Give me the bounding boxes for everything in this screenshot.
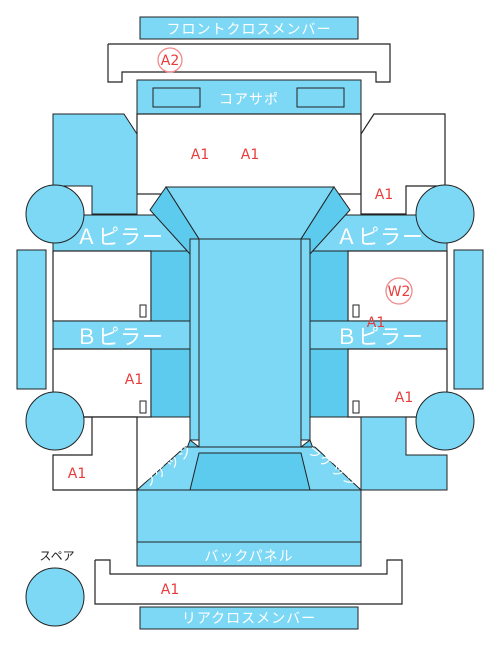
left-a-pillar-label: Ａピラー bbox=[76, 225, 164, 249]
left-rear-quarter[interactable] bbox=[52, 416, 138, 491]
front-cross-member-label: フロントクロスメンバー bbox=[167, 22, 332, 38]
back-panel-label: バックパネル bbox=[204, 549, 293, 565]
roof-inner bbox=[198, 238, 302, 448]
a1-hood-mark-2[interactable]: A1 bbox=[241, 147, 259, 163]
a1-rear-cross-mark[interactable]: A1 bbox=[161, 582, 179, 598]
rear-bracket[interactable] bbox=[94, 559, 403, 605]
a2-front-mark[interactable]: A2 bbox=[161, 53, 179, 69]
a2-front-circle bbox=[157, 47, 183, 73]
a1-right-door-mark[interactable]: A1 bbox=[367, 315, 385, 331]
left-rocker-rear[interactable] bbox=[150, 348, 191, 418]
right-rear-quarter[interactable] bbox=[360, 416, 448, 491]
left-b-pillar-label: Ｂピラー bbox=[76, 325, 164, 349]
a1-hood-mark-1[interactable]: A1 bbox=[191, 147, 209, 163]
right-side-sill[interactable] bbox=[453, 249, 484, 390]
core-support-label: コアサポ bbox=[219, 92, 279, 108]
rear-cross-member[interactable] bbox=[139, 606, 359, 630]
right-front-wheel[interactable] bbox=[415, 184, 475, 244]
back-panel[interactable] bbox=[136, 541, 362, 567]
right-rear-wheel[interactable] bbox=[415, 391, 475, 451]
left-front-door[interactable] bbox=[52, 250, 152, 322]
left-front-wheel[interactable] bbox=[25, 184, 85, 244]
right-rocker-front[interactable] bbox=[309, 250, 349, 322]
a1-left-bottom-mark[interactable]: A1 bbox=[68, 466, 86, 482]
left-rocker-front[interactable] bbox=[150, 250, 191, 322]
front-bracket[interactable] bbox=[107, 43, 391, 83]
front-cross-member[interactable] bbox=[139, 16, 359, 40]
a1-right-rear-mark[interactable]: A1 bbox=[395, 390, 413, 406]
hood[interactable] bbox=[136, 113, 362, 195]
left-rear-wheel[interactable] bbox=[25, 391, 85, 451]
w2-right-mark[interactable]: W2 bbox=[388, 284, 411, 300]
right-b-pillar-label: Ｂピラー bbox=[336, 325, 424, 349]
back-panel-upper[interactable] bbox=[136, 489, 362, 543]
right-rear-handle bbox=[352, 400, 360, 414]
w2-circle bbox=[385, 277, 413, 305]
left-front-handle bbox=[139, 304, 147, 318]
a1-left-rear-mark[interactable]: A1 bbox=[125, 372, 143, 388]
core-support-left-lamp bbox=[152, 87, 201, 108]
trunk-center bbox=[189, 452, 311, 491]
core-support-right-lamp bbox=[296, 87, 345, 108]
rear-cross-member-label: リアクロスメンバー bbox=[182, 611, 316, 627]
left-rear-handle bbox=[139, 400, 147, 414]
right-rocker-rear[interactable] bbox=[309, 348, 349, 418]
right-a-pillar-label: Ａピラー bbox=[336, 225, 424, 249]
left-side-sill[interactable] bbox=[16, 249, 47, 390]
a1-front-right-mark[interactable]: A1 bbox=[375, 187, 393, 203]
spare-label: スペア bbox=[39, 549, 74, 563]
spare-tire[interactable] bbox=[25, 567, 85, 627]
right-front-handle bbox=[352, 304, 360, 318]
